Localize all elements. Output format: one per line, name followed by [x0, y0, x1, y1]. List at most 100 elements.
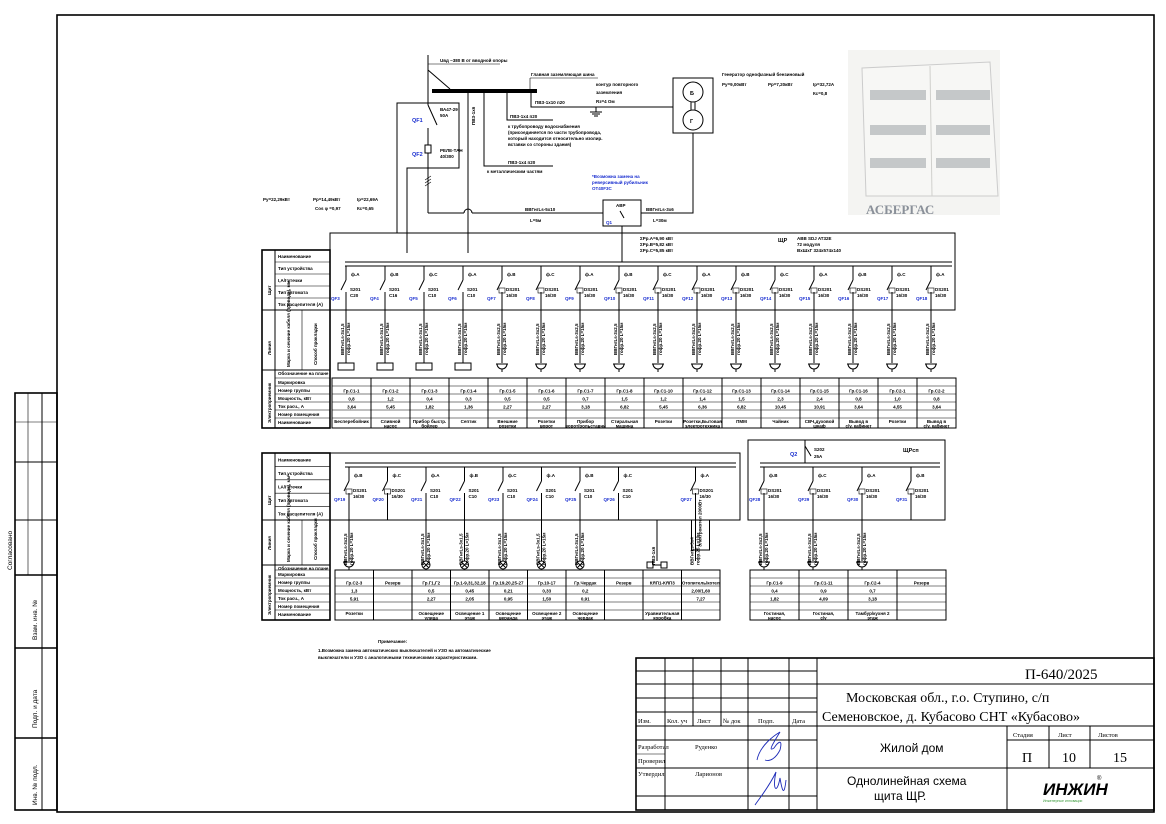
load-name-cell: Розетки — [889, 419, 907, 424]
breaker-type: DS201 — [818, 287, 832, 292]
total-installed-power: Ру=22,29кВт — [263, 197, 291, 202]
pipe-note: который находится относительно изолир. — [508, 135, 603, 141]
generator-pp: Рр=7,20кВт — [768, 82, 794, 87]
breaker-rating: 16/30 — [506, 293, 518, 298]
current-cell: 3,64 — [854, 405, 863, 410]
laying-label: гофр.20 L=15м — [861, 532, 867, 565]
cable-label: ВВГнгLs-3х1,5 — [420, 533, 425, 565]
generator-kc: Кс=0,8 — [813, 91, 828, 96]
breaker-type: DS201 — [700, 488, 714, 493]
breaker-label: QF9 — [565, 296, 574, 301]
current-cell: 10,45 — [775, 405, 787, 410]
phase-load-a: ΣРр.А=6,90 кВт — [640, 236, 674, 241]
project-address: Московская обл., г.о. Ступино, с/п — [846, 691, 1050, 706]
breaker-type: DS201 — [779, 287, 793, 292]
label-block — [261, 452, 331, 621]
breaker-contact-icon — [808, 279, 815, 291]
load-name-cell: ПММ — [736, 419, 747, 424]
power-cell: 0,5 — [504, 397, 511, 402]
phase-label: ф.В — [916, 472, 925, 478]
qf1-type: ВА47-29 — [440, 107, 458, 112]
load-name-cell: насос — [768, 616, 781, 621]
sheet-label: Лист — [1058, 732, 1072, 739]
phase-label: ф.С — [624, 472, 633, 478]
generator-ip: Iр=32,72А — [813, 82, 835, 87]
lamp-cross-icon — [422, 561, 430, 569]
breaker-contact-icon — [652, 279, 659, 291]
cable-label: ВВГнгLs-3х2,5 — [856, 533, 861, 565]
load-name-cell: с/у, кабинет — [845, 423, 872, 429]
section-line-label: Линия — [267, 536, 272, 550]
ground-loop-label: контур повторного — [596, 82, 639, 87]
cable-label: ВВГнгLs-3х1,5 — [418, 323, 423, 355]
laying-label: гофр.20 L=15м — [384, 322, 390, 355]
current-cell: 5,45 — [659, 405, 668, 410]
current-cell: 5,91 — [350, 597, 359, 602]
note-line: 1.Возможна замена автоматических выключа… — [318, 647, 491, 653]
current-cell: 6,82 — [737, 405, 746, 410]
group-cell: Гр.С1-11 — [814, 581, 833, 586]
load-name-cell: Освещение 2 — [532, 611, 562, 616]
group-cell: Гр.С1-14 — [771, 389, 790, 394]
breaker-type: DS201 — [506, 287, 520, 292]
pe-cable-label: ПВЗ-1х6 — [471, 106, 476, 125]
qf1-rating: 50А — [440, 113, 449, 118]
load-name-cell: чердак — [578, 616, 594, 621]
power-cell: 0,2 — [582, 589, 589, 594]
load-name-cell: этаж — [542, 616, 553, 621]
feed-length: L=5м — [530, 218, 542, 223]
cable-label: ВВГнгLs-3х2,5 — [496, 323, 501, 355]
breaker-rating: C20 — [350, 293, 359, 298]
power-cell: 0,5 — [543, 397, 550, 402]
breaker-type: DS201 — [353, 488, 367, 493]
laying-label: гофр.20 L=15м — [735, 322, 741, 355]
power-cell: 0,7 — [582, 397, 589, 402]
socket-icon — [691, 363, 703, 372]
breaker-rating: C10 — [469, 494, 478, 499]
row-label: Наименование — [278, 612, 312, 617]
power-cell: 1,4 — [699, 397, 706, 402]
breaker-type: DS201 — [915, 488, 929, 493]
power-cell: 0,5 — [428, 589, 435, 594]
laying-label: гофр.20 L=15м — [423, 322, 429, 355]
row-label: Ток расцепителя (А) — [278, 302, 323, 307]
table-column — [681, 569, 721, 621]
cable-label: ВВГнгLs-3х2,5 — [847, 323, 852, 355]
breaker-type: DS201 — [817, 488, 831, 493]
metal-note: к металлическим частям — [487, 169, 543, 174]
laying-label: гофр.20 L=15м — [774, 322, 780, 355]
breaker-contact-icon — [379, 279, 386, 291]
stage-label: Стадия — [1013, 732, 1033, 739]
breaker-rating: 16/30 — [935, 293, 947, 298]
phase-label: ф.В — [470, 472, 479, 478]
power-cell: 1,0 — [894, 397, 901, 402]
power-cell: 1,5 — [621, 397, 628, 402]
breaker-rating: C10 — [546, 494, 555, 499]
socket-icon — [769, 363, 781, 372]
drawing-title: Однолинейная схема — [847, 774, 967, 788]
breaker-contact-icon — [905, 480, 912, 492]
title-block: Изм. Кол. уч Лист № док Подп. Дата Разра… — [635, 657, 1155, 811]
breaker-contact-icon — [536, 480, 542, 492]
load-name-cell: улица — [425, 616, 439, 621]
phase-label: ф.А — [547, 472, 556, 478]
load-name-cell: этаж — [465, 616, 476, 621]
group-cell: Гр.С2-3 — [346, 581, 363, 586]
load-name-cell: розетки — [499, 424, 517, 429]
breaker-rating: C10 — [430, 494, 439, 499]
group-cell: Гр.С1-7 — [577, 389, 594, 394]
laying-label: гофр.25 L=10м — [695, 532, 701, 565]
phase-label: ф.В — [390, 271, 399, 277]
load-name-cell: Вывод в — [849, 419, 869, 424]
breaker-contact-icon — [574, 279, 581, 291]
role-approver: Утвердил — [638, 771, 665, 778]
current-cell: 0,91 — [581, 597, 590, 602]
load-name-cell: этаж — [867, 616, 878, 621]
gen-symbol-b: Б — [690, 91, 694, 97]
laying-label: гофр.20 L=15м — [852, 322, 858, 355]
